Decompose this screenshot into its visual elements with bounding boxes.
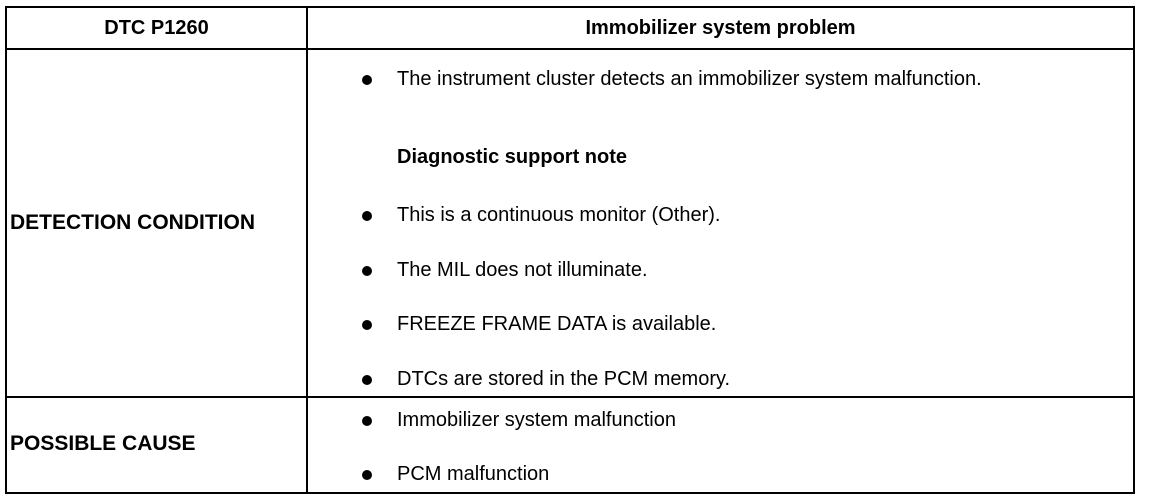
list-item: FREEZE FRAME DATA is available. [362,311,1082,338]
bullet-icon [362,266,372,276]
table-header-row: DTC P1260 Immobilizer system problem [7,8,1133,50]
list-item: This is a continuous monitor (Other). [362,202,1082,229]
cause-content-cell: Immobilizer system malfunction PCM malfu… [308,398,1133,492]
list-item: Immobilizer system malfunction [362,407,1082,434]
list-item-text: Immobilizer system malfunction [397,409,676,431]
list-item: PCM malfunction [362,461,1082,488]
bullet-icon [362,75,372,85]
list-item-text: The MIL does not illuminate. [397,259,648,281]
cause-label-cell: POSSIBLE CAUSE [7,398,308,492]
bullet-icon [362,320,372,330]
bullet-icon [362,375,372,385]
possible-cause-row: POSSIBLE CAUSE Immobilizer system malfun… [7,398,1133,492]
list-item-text: PCM malfunction [397,463,550,485]
list-item: The MIL does not illuminate. [362,257,1082,284]
detection-label-cell: DETECTION CONDITION [7,50,308,396]
dtc-table: DTC P1260 Immobilizer system problem DET… [5,6,1135,494]
possible-cause-label: POSSIBLE CAUSE [10,432,196,455]
diagnostic-support-note-heading: Diagnostic support note [397,146,627,168]
list-item: DTCs are stored in the PCM memory. [362,366,1082,393]
bullet-icon [362,470,372,480]
dtc-description: Immobilizer system problem [585,16,856,39]
list-item: The instrument cluster detects an immobi… [362,66,1082,93]
dtc-code: DTC P1260 [104,16,209,39]
detection-condition-label: DETECTION CONDITION [10,211,255,234]
list-item-text: DTCs are stored in the PCM memory. [397,368,731,390]
list-item-text: This is a continuous monitor (Other). [397,204,721,226]
detection-content-cell: The instrument cluster detects an immobi… [308,50,1133,396]
bullet-icon [362,211,372,221]
list-item-text: FREEZE FRAME DATA is available. [397,313,717,335]
list-item-text: The instrument cluster detects an immobi… [397,68,982,90]
header-cell-description: Immobilizer system problem [308,8,1133,48]
header-cell-code: DTC P1260 [7,8,308,48]
detection-condition-row: DETECTION CONDITION The instrument clust… [7,50,1133,398]
bullet-icon [362,416,372,426]
